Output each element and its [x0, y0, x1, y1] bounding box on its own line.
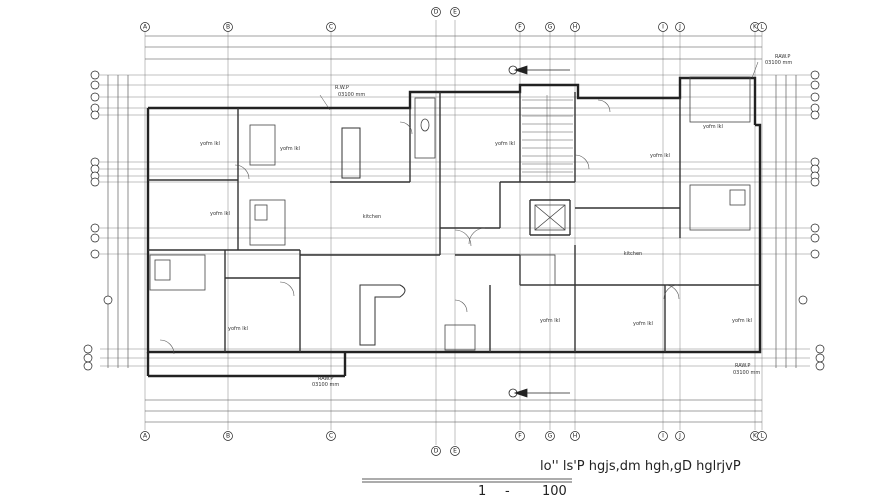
room-label: yofm lkl [732, 318, 752, 324]
grid-label-g: G [548, 24, 553, 31]
grid-label-g: G [548, 433, 553, 440]
room-label: kitchen [624, 251, 642, 257]
rwp-label-bottom-left: RAW.P [318, 376, 333, 382]
section-markers [508, 65, 570, 398]
rwp-sub-bottom-left: 03100 mm [312, 382, 339, 388]
room-labels: yofm lkl yofm lkl yofm lkl yofm lkl kitc… [200, 124, 752, 332]
grid-label-j: J [678, 433, 681, 440]
room-label: kitchen [363, 214, 381, 220]
rwp-sub-top-left: 03100 mm [338, 92, 365, 98]
room-label: yofm lkl [633, 321, 653, 327]
grid-label-f: F [518, 24, 522, 31]
grid-bubbles-top [140, 7, 767, 32]
scale-right: 100 [542, 484, 567, 498]
grid-label-c: C [329, 433, 333, 440]
grid-label-b: B [226, 24, 230, 31]
grid-label-a: A [143, 433, 148, 440]
grid-label-e: E [453, 9, 457, 16]
grid-label-h: H [573, 24, 578, 31]
grid-label-d: D [434, 9, 439, 16]
grid-label-f: F [518, 433, 522, 440]
grid-label-e: E [453, 448, 457, 455]
grid-label-h: H [573, 433, 578, 440]
grid-label-d: D [434, 448, 439, 455]
interior-walls [148, 92, 760, 352]
exterior-walls [146, 76, 762, 378]
grid-label-b: B [226, 433, 230, 440]
scale-left: 1 [478, 484, 486, 498]
grid-bubbles-bottom [140, 431, 767, 456]
grid-label-k: K [753, 24, 758, 31]
room-label: yofm lkl [210, 211, 230, 217]
scale-dash: - [505, 484, 510, 498]
scale-bar: 1 - 100 [362, 478, 572, 498]
kitchen-counter [341, 127, 406, 346]
grid-label-k: K [753, 433, 758, 440]
room-label: yofm lkl [228, 326, 248, 332]
grid-label-c: C [329, 24, 333, 31]
room-label: yofm lkl [495, 141, 515, 147]
stair [522, 95, 573, 182]
rwp-label-top-left: R.W.P [335, 85, 349, 91]
grid-label-j: J [678, 24, 681, 31]
bathroom-fixtures [149, 76, 751, 351]
rwp-annotations: RAW.P 03100 mm R.W.P 03100 mm RAW.P 0310… [312, 54, 792, 388]
room-label: yofm lkl [703, 124, 723, 130]
rwp-label-bottom-right: RAW.P [735, 363, 750, 369]
room-label: yofm lkl [540, 318, 560, 324]
grid-label-i: I [662, 24, 664, 31]
top-dimension-lines [145, 35, 762, 423]
grid-label-l: L [760, 433, 764, 440]
grid-bubble-labels-top: A B C D E F G H I J K L [143, 9, 764, 31]
rwp-sub-top-right: 03100 mm [765, 60, 792, 66]
grid-bubble-labels-bottom: A B C D E F G H I J K L [143, 433, 764, 455]
grid-row-bubbles [83, 70, 825, 371]
side-dimension-lines [107, 75, 797, 368]
grid-label-a: A [143, 24, 148, 31]
rwp-sub-bottom-right: 03100 mm [733, 370, 760, 376]
room-label: yofm lkl [650, 153, 670, 159]
room-label: yofm lkl [280, 146, 300, 152]
grid-label-l: L [760, 24, 764, 31]
drawing-title: lo'' ls'P hgjs,dm hgh,gD hglrjvP [540, 459, 741, 474]
rwp-label-top-right: RAW.P [775, 54, 790, 60]
room-label: yofm lkl [200, 141, 220, 147]
grid-label-i: I [662, 433, 664, 440]
door-swings [159, 99, 680, 355]
